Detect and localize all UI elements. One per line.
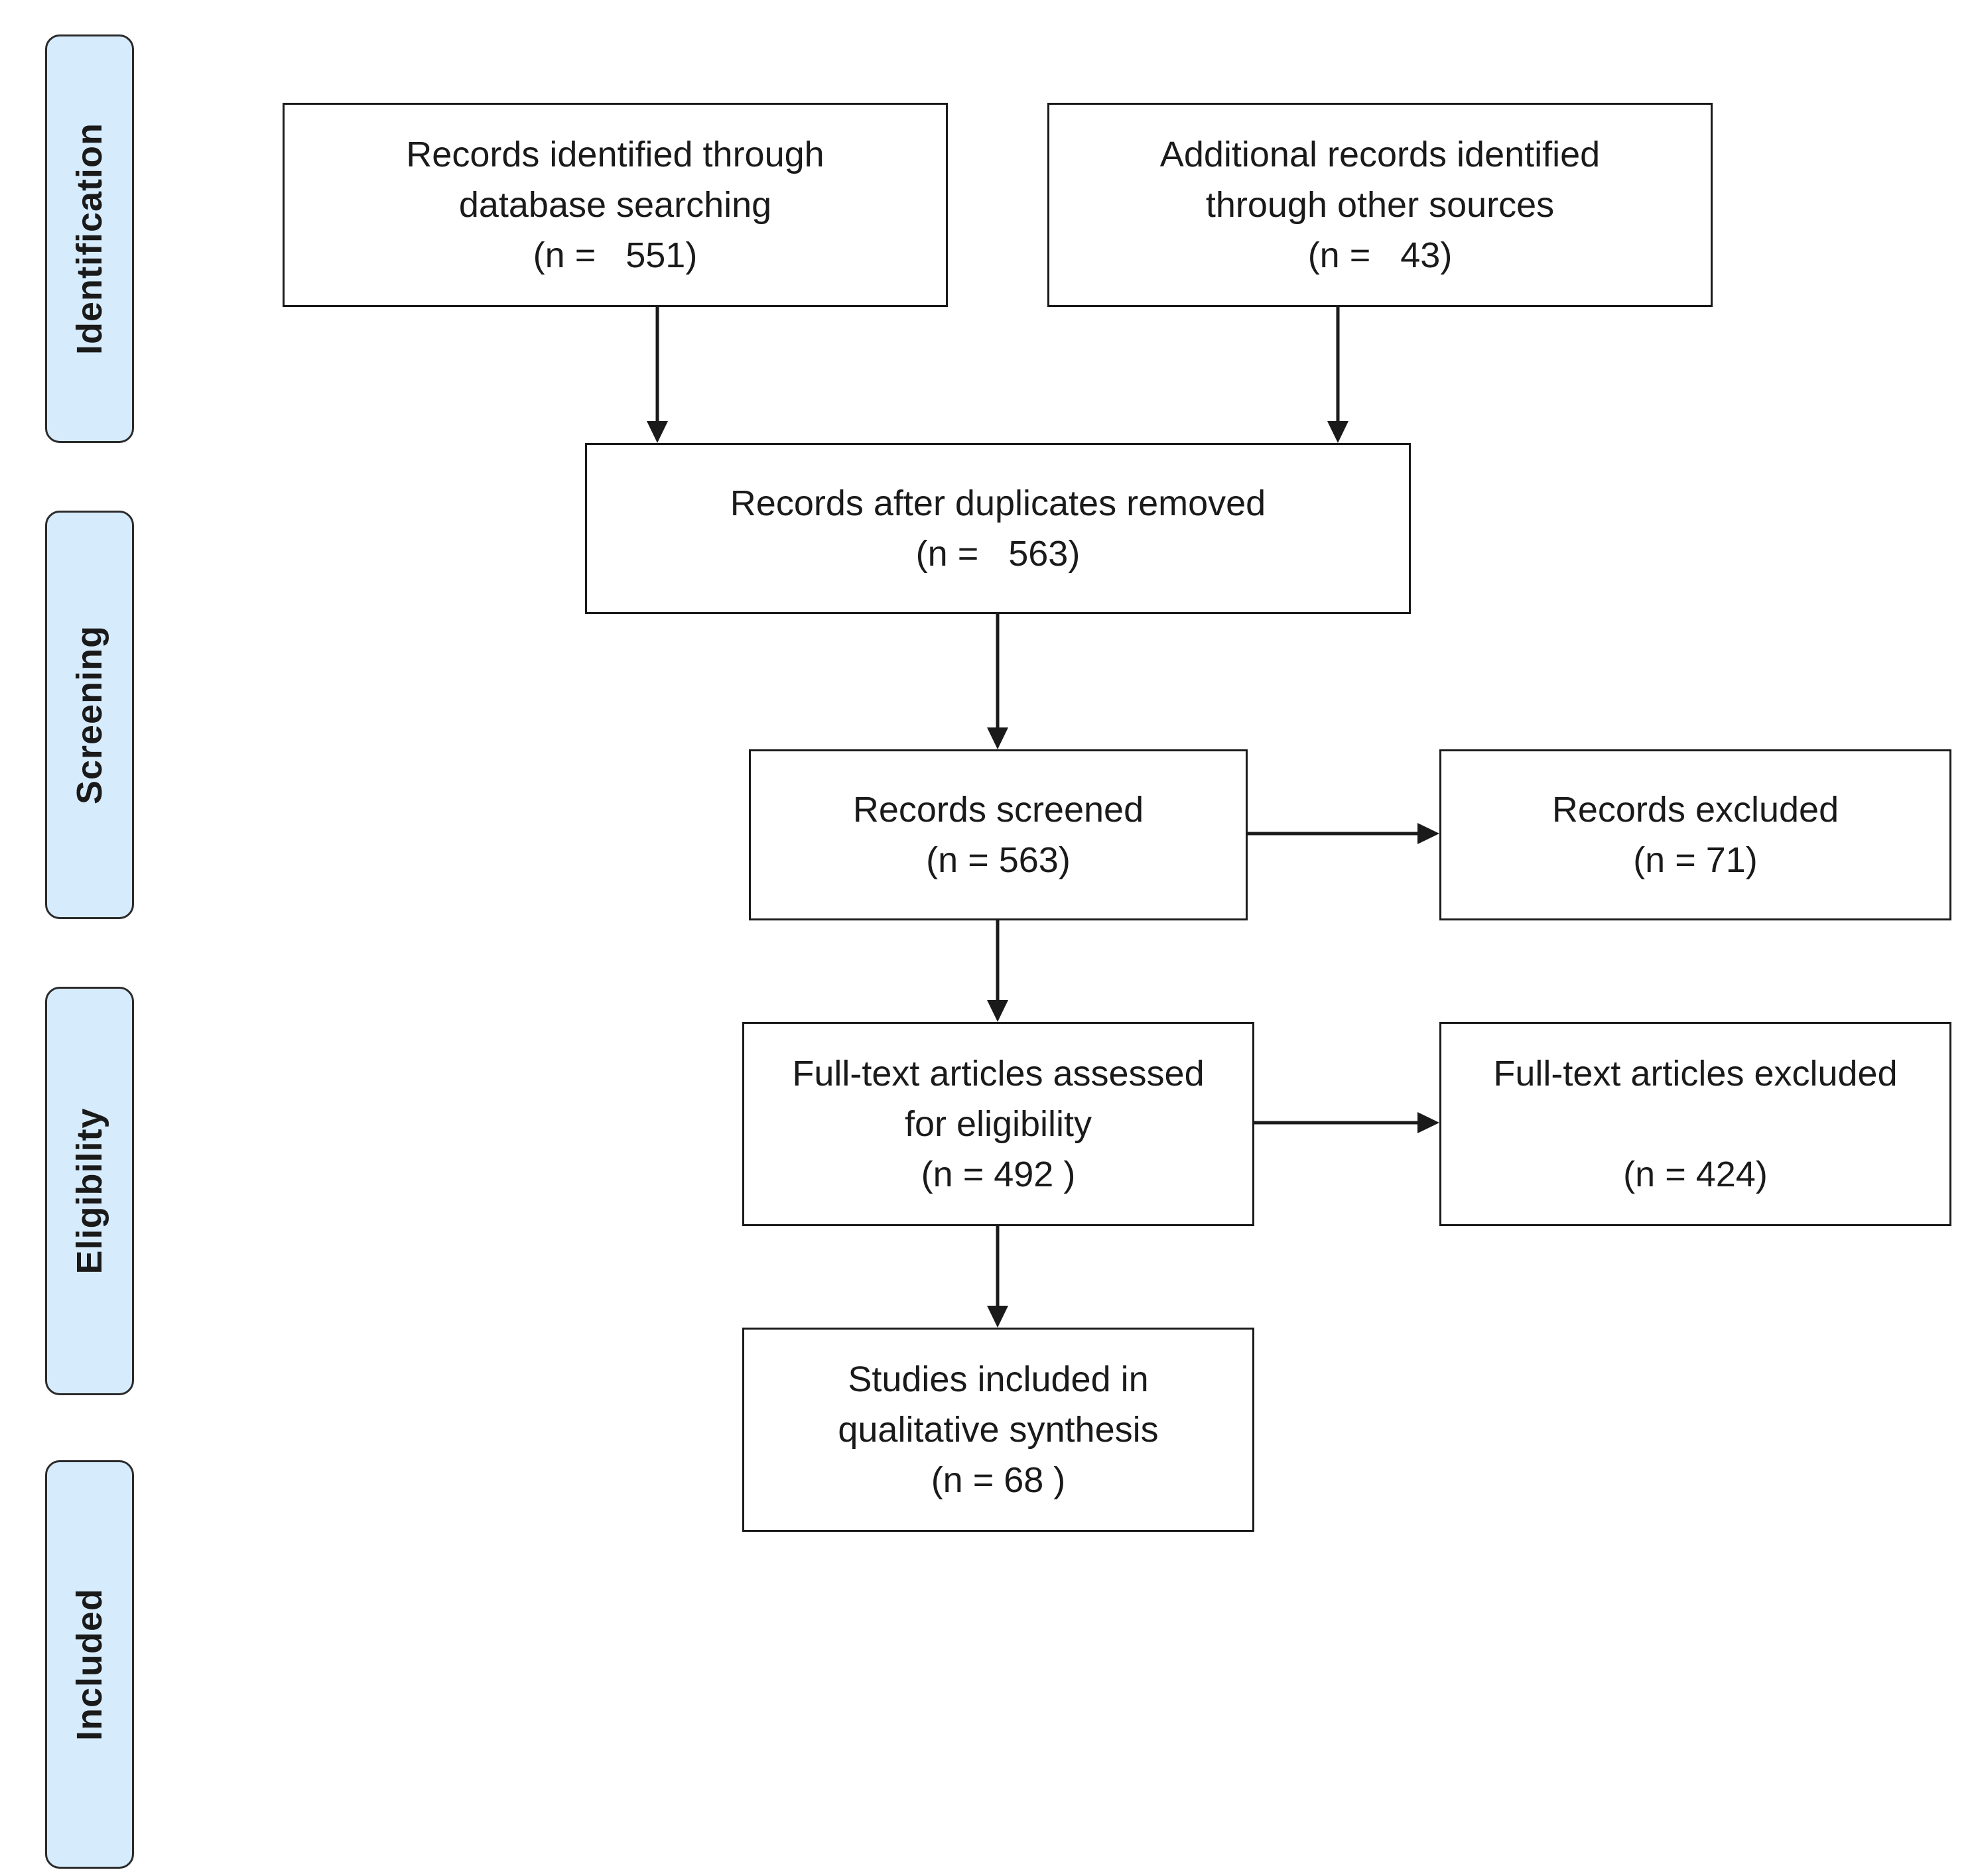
database-records-count: (n = 551) [533,235,698,275]
fulltext-excluded-line1: Full-text articles excluded [1493,1054,1898,1094]
box-database-records: Records identified through database sear… [283,103,948,307]
box-fulltext-assessed: Full-text articles assessed for eligibil… [742,1022,1254,1226]
included-studies-line2: qualitative synthesis [838,1410,1159,1450]
fulltext-assessed-count: (n = 492 ) [921,1155,1076,1194]
box-records-excluded: Records excluded (n = 71) [1439,749,1951,920]
after-duplicates-line1: Records after duplicates removed [730,483,1266,523]
other-records-line1: Additional records identified [1159,135,1601,174]
included-studies-count: (n = 68 ) [931,1460,1066,1500]
box-records-screened: Records screened (n = 563) [749,749,1248,920]
excluded-count: (n = 71) [1633,840,1758,880]
after-duplicates-count: (n = 563) [915,534,1081,574]
included-studies-line1: Studies included in [848,1359,1149,1399]
arrowhead-fulltext-excluded [1417,1112,1439,1133]
other-records-line2: through other sources [1205,185,1555,225]
fulltext-assessed-line1: Full-text articles assessed [792,1054,1205,1094]
screened-count: (n = 563) [926,840,1071,880]
arrowhead-duplicates [987,727,1008,749]
excluded-line1: Records excluded [1551,790,1839,830]
arrowhead-database [647,421,668,443]
phase-included: Included [45,1460,134,1869]
database-records-line1: Records identified through [406,135,824,174]
other-records-count: (n = 43) [1307,235,1453,275]
box-included-studies: Studies included in qualitative synthesi… [742,1328,1254,1532]
fulltext-assessed-line2: for eligibility [904,1104,1092,1144]
box-after-duplicates: Records after duplicates removed (n = 56… [585,443,1411,614]
arrowhead-screened [987,1000,1008,1022]
arrowhead-other [1327,421,1348,443]
phase-eligibility: Eligibility [45,987,134,1395]
phase-screening: Screening [45,511,134,919]
screened-line1: Records screened [852,790,1144,830]
phase-identification: Identification [45,34,134,443]
arrowhead-fulltext [987,1306,1008,1328]
box-fulltext-excluded: Full-text articles excluded (n = 424) [1439,1022,1951,1226]
arrowhead-screened-excluded [1417,823,1439,844]
database-records-line2: database searching [458,185,772,225]
box-other-records: Additional records identified through ot… [1047,103,1713,307]
fulltext-excluded-count: (n = 424) [1623,1155,1768,1194]
